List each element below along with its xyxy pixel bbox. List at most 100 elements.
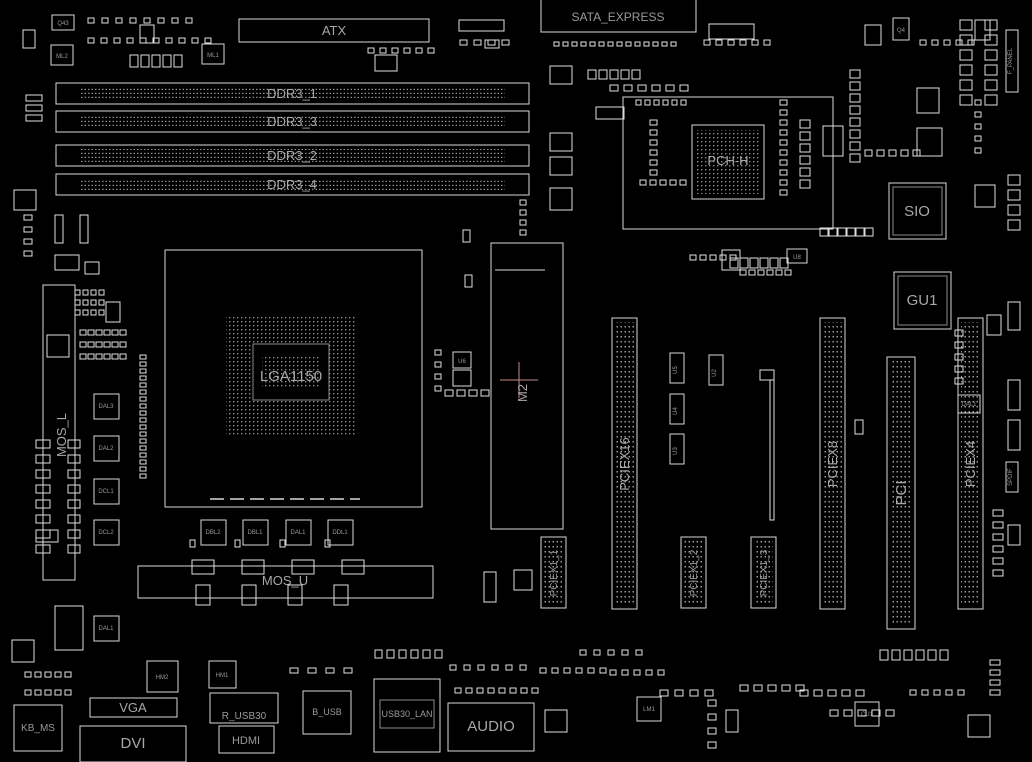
component-pad — [379, 47, 387, 54]
component-pad — [992, 533, 1004, 541]
component-pad — [204, 37, 212, 44]
component-pad — [799, 143, 811, 153]
component-pad — [649, 179, 657, 186]
component-pad — [35, 454, 51, 464]
component-pad — [139, 361, 147, 367]
component-pad — [54, 214, 64, 244]
ddr-slot-4: DDR3_4 — [55, 173, 530, 196]
dcl1-label: DCL1 — [98, 489, 114, 495]
pciex16-slot: PCIEX16 — [611, 317, 638, 610]
component-pad — [54, 254, 80, 271]
component-pad — [974, 123, 982, 130]
component-pad — [864, 149, 873, 157]
component-pad — [939, 649, 949, 661]
sata-label: SATA_EXPRESS — [572, 10, 665, 24]
component-pad — [374, 54, 398, 72]
component-pad — [427, 47, 435, 54]
component-pad — [444, 389, 454, 397]
component-pad — [653, 99, 660, 106]
component-pad — [974, 99, 982, 106]
component-pad — [670, 41, 677, 47]
component-pad — [674, 689, 684, 697]
pciex1-2-slot: PCIEX1_2 — [680, 536, 707, 609]
component-pad — [779, 139, 788, 146]
component-pad — [849, 153, 861, 163]
component-pad — [645, 669, 653, 676]
ddl1-label: DDL1 — [332, 530, 348, 536]
component-pad — [544, 709, 568, 733]
component-pad — [165, 37, 173, 44]
component-pad — [79, 329, 87, 336]
component-pad — [191, 559, 215, 575]
component-pad — [769, 257, 779, 269]
component-pad — [289, 667, 299, 674]
component-pad — [178, 37, 186, 44]
component-pad — [927, 649, 937, 661]
component-pad — [715, 39, 723, 46]
component-pad — [1007, 189, 1021, 201]
component-pad — [129, 54, 139, 68]
spdif-label: SPDIF — [1008, 468, 1014, 486]
component-pad — [779, 149, 788, 156]
component-pad — [74, 289, 81, 296]
component-pad — [649, 169, 658, 176]
component-pad — [35, 514, 51, 524]
component-pad — [139, 396, 147, 402]
component-pad — [67, 484, 81, 494]
component-pad — [779, 99, 788, 106]
component-pad — [828, 227, 838, 237]
component-pad — [465, 687, 473, 694]
component-pad — [989, 689, 1001, 696]
component-pad — [707, 713, 717, 721]
component-pad — [954, 377, 964, 385]
u6-label: U6 — [458, 359, 466, 365]
component-pad — [921, 689, 929, 696]
component-pad — [549, 156, 573, 176]
pciex4-label: PCIEX4 — [963, 441, 978, 487]
u4-label: U4 — [673, 407, 679, 415]
dal1-label: DAL1 — [98, 626, 114, 632]
component-pad — [959, 49, 973, 61]
component-pad — [111, 341, 119, 348]
component-pad — [113, 37, 121, 44]
component-pad — [374, 649, 383, 659]
component-pad — [589, 41, 596, 47]
component-pad — [44, 671, 52, 678]
component-pad — [643, 41, 650, 47]
component-pad — [456, 389, 466, 397]
component-pad — [119, 329, 127, 336]
component-pad — [563, 667, 571, 674]
q43-label: Q43 — [57, 21, 69, 27]
pch-label: PCH-H — [707, 153, 748, 168]
component-pad — [519, 199, 527, 206]
component-pad — [916, 127, 943, 157]
mos-l-block: MOS_L — [42, 284, 76, 581]
component-pad — [173, 54, 183, 68]
component-pad — [984, 94, 998, 106]
component-pad — [680, 99, 687, 106]
component-pad — [87, 329, 95, 336]
component-pad — [967, 714, 991, 738]
component-pad — [139, 417, 147, 423]
component-pad — [67, 544, 81, 554]
component-pad — [434, 373, 442, 380]
component-pad — [103, 353, 111, 360]
component-pad — [959, 94, 973, 106]
component-pad — [841, 689, 851, 697]
component-pad — [888, 149, 897, 157]
ddr-slot-1: DDR3_1 — [55, 82, 530, 105]
component-pad — [391, 47, 399, 54]
component-pad — [74, 309, 81, 316]
component-pad — [779, 109, 788, 116]
component-pad — [769, 379, 775, 521]
component-pad — [415, 47, 423, 54]
component-pad — [90, 309, 97, 316]
component-pad — [885, 709, 895, 717]
component-pad — [119, 341, 127, 348]
component-pad — [25, 104, 43, 112]
component-pad — [157, 17, 165, 24]
component-pad — [739, 269, 747, 276]
component-pad — [549, 187, 573, 211]
component-pad — [531, 687, 539, 694]
